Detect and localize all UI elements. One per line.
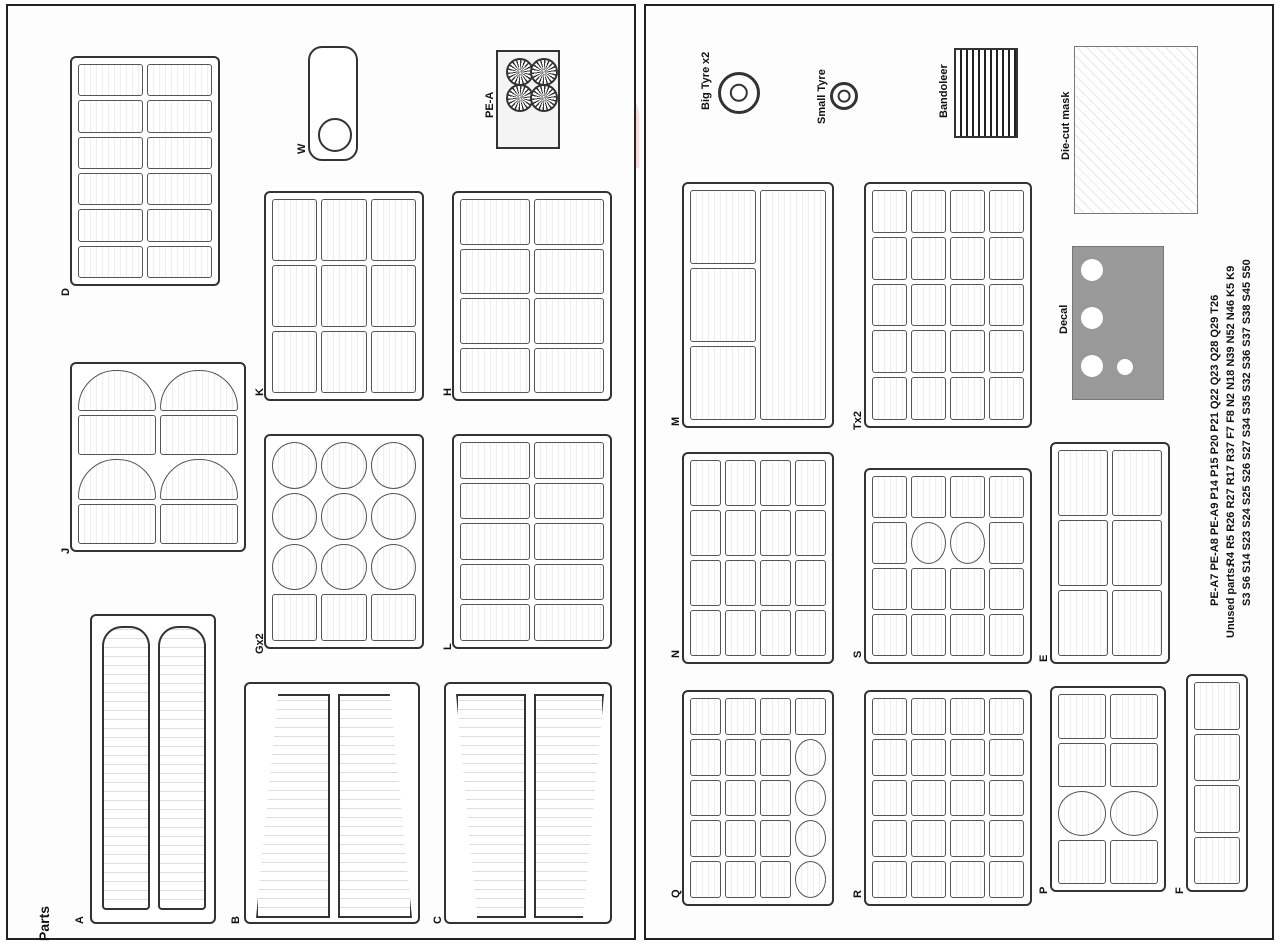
label-L: L <box>442 643 454 650</box>
sprue-K <box>264 191 424 401</box>
sprue-E <box>1050 442 1170 664</box>
sprue-C <box>444 682 612 924</box>
label-H: H <box>442 388 454 396</box>
label-G: Gx2 <box>254 633 266 654</box>
label-W: W <box>296 143 308 154</box>
label-A: A <box>74 916 86 924</box>
label-K: K <box>254 388 266 396</box>
label-F: F <box>1174 887 1186 894</box>
left-page: Parts D W PE-A K H <box>6 4 636 941</box>
bandoleer-part <box>954 48 1018 138</box>
right-page: Big Tyre x2 Small Tyre Bandoleer Die-cut… <box>644 4 1274 940</box>
unused-line2: R4 R5 R26 R27 R17 R37 F7 F8 N2 N18 N39 N… <box>1225 265 1237 566</box>
sprue-T <box>864 182 1032 428</box>
small-tyre-icon <box>830 82 858 110</box>
sprue-H <box>452 191 612 401</box>
bandoleer-label: Bandoleer <box>938 64 950 118</box>
sprue-N <box>682 452 834 664</box>
big-tyre-icon <box>718 72 760 114</box>
label-D: D <box>60 288 72 296</box>
label-S: S <box>852 650 864 658</box>
photoetch-PE-A <box>496 50 560 149</box>
sprue-F <box>1186 674 1248 892</box>
sprue-D <box>70 56 220 286</box>
unused-line1: PE-A7 PE-A8 PE-A9 P14 P15 P20 P21 Q22 Q2… <box>1209 294 1221 606</box>
big-tyre-label: Big Tyre <box>700 66 712 110</box>
sprue-S <box>864 468 1032 664</box>
label-C: C <box>432 916 444 924</box>
sprue-P <box>1050 686 1166 892</box>
big-tyre-count: x2 <box>700 51 712 64</box>
die-cut-mask-sheet <box>1074 46 1198 214</box>
sprue-R <box>864 690 1032 906</box>
decal-label: Decal <box>1058 304 1070 334</box>
sprue-L <box>452 434 612 649</box>
sprue-A <box>90 614 216 924</box>
label-P: P <box>1038 886 1050 894</box>
unused-line3: S3 S6 S14 S23 S24 S25 S26 S27 S34 S35 S3… <box>1241 259 1253 606</box>
die-cut-mask-label: Die-cut mask <box>1060 91 1072 160</box>
sprue-B <box>244 682 420 924</box>
label-T: Tx2 <box>852 411 864 430</box>
label-M: M <box>670 416 682 426</box>
decal-sheet <box>1072 246 1164 400</box>
sprue-G <box>264 434 424 649</box>
sprue-M <box>682 182 834 428</box>
sprue-J <box>70 362 246 552</box>
unused-label: Unused parts: <box>1225 564 1237 638</box>
label-PE-A: PE-A <box>484 91 496 118</box>
page-heading: Parts <box>36 905 52 941</box>
label-E: E <box>1038 654 1050 662</box>
label-R: R <box>852 890 864 898</box>
label-B: B <box>230 916 242 924</box>
label-Q: Q <box>670 889 682 898</box>
label-N: N <box>670 650 682 658</box>
small-tyre-label: Small Tyre <box>816 69 828 124</box>
sprue-W <box>308 46 358 161</box>
label-J: J <box>60 547 72 554</box>
sprue-Q <box>682 690 834 906</box>
